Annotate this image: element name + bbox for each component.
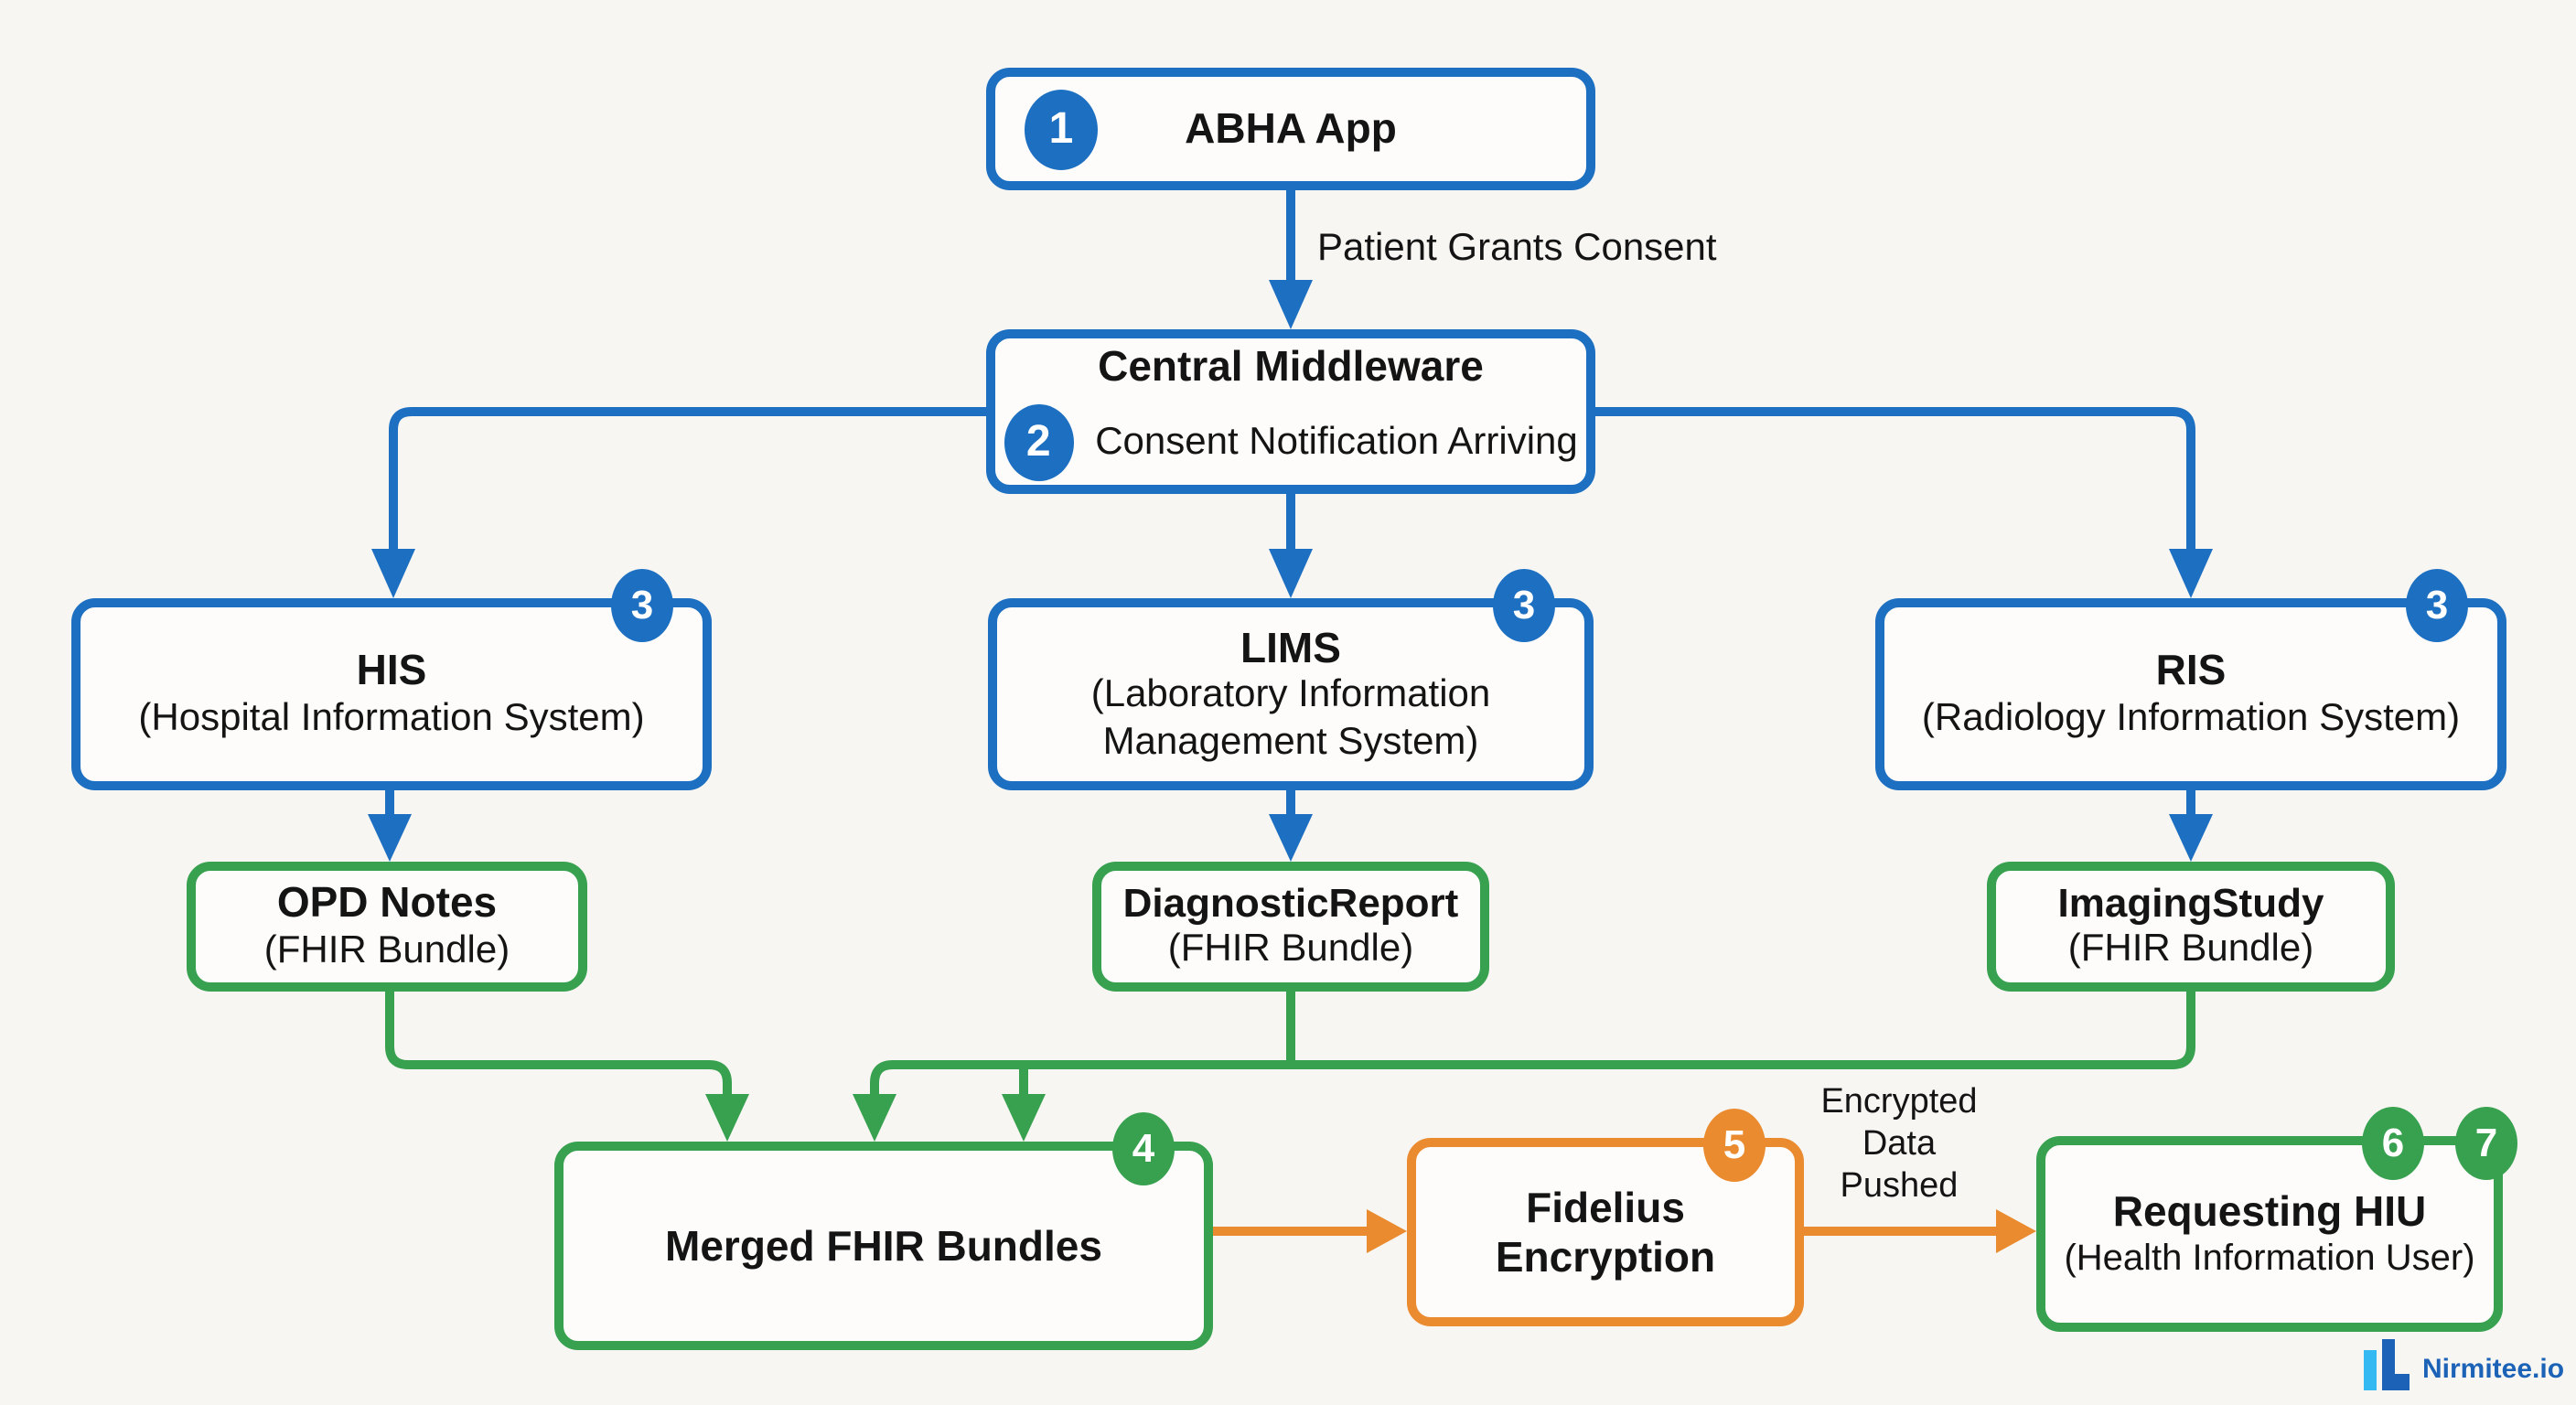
node-title: ImagingStudy bbox=[2057, 880, 2324, 927]
node-title: Requesting HIU bbox=[2112, 1187, 2427, 1236]
node-title: Central Middleware bbox=[1098, 341, 1484, 390]
edge-label-encrypted-data-pushed: Encrypted Data Pushed bbox=[1820, 1083, 1978, 1206]
step-badge-4: 4 bbox=[1112, 1112, 1175, 1185]
node-title: DiagnosticReport bbox=[1122, 880, 1459, 927]
node-subtitle: (Radiology Information System) bbox=[1921, 696, 2461, 739]
node-imaging-study[interactable]: ImagingStudy (FHIR Bundle) bbox=[1987, 862, 2395, 992]
step-badge-3: 3 bbox=[1493, 569, 1555, 642]
nirmitee-logo-icon bbox=[2364, 1339, 2410, 1400]
node-opd-notes[interactable]: OPD Notes (FHIR Bundle) bbox=[187, 862, 587, 992]
node-abha-app[interactable]: 1 ABHA App bbox=[986, 68, 1595, 190]
step-badge-6: 6 bbox=[2362, 1107, 2424, 1180]
nirmitee-logo-text: Nirmitee.io bbox=[2422, 1354, 2565, 1385]
node-fidelius-encryption[interactable]: 5 Fidelius Encryption bbox=[1407, 1109, 1804, 1326]
node-requesting-hiu[interactable]: 6 7 Requesting HIU (Health Information U… bbox=[2036, 1107, 2517, 1332]
node-subtitle: (Laboratory Information Management Syste… bbox=[1090, 673, 1491, 763]
node-his[interactable]: 3 HIS (Hospital Information System) bbox=[71, 569, 712, 790]
node-title: RIS bbox=[2155, 646, 2227, 694]
node-diagnostic-report[interactable]: DiagnosticReport (FHIR Bundle) bbox=[1092, 862, 1489, 992]
node-ris[interactable]: 3 RIS (Radiology Information System) bbox=[1875, 569, 2506, 790]
node-title: Fidelius Encryption bbox=[1495, 1184, 1716, 1280]
node-merged-fhir-bundles[interactable]: 4 Merged FHIR Bundles bbox=[554, 1112, 1213, 1350]
node-subtitle: (FHIR Bundle) bbox=[1167, 928, 1414, 971]
node-subtitle: (FHIR Bundle) bbox=[263, 928, 510, 971]
step-badge-3: 3 bbox=[611, 569, 673, 642]
node-subtitle: (FHIR Bundle) bbox=[2067, 928, 2314, 971]
node-lims[interactable]: 3 LIMS (Laboratory Information Managemen… bbox=[988, 569, 1594, 790]
step-badge-7: 7 bbox=[2455, 1107, 2517, 1180]
step-badge-1: 1 bbox=[1025, 89, 1098, 169]
node-title: Merged FHIR Bundles bbox=[665, 1221, 1102, 1270]
node-title: ABHA App bbox=[1185, 104, 1397, 153]
node-title: OPD Notes bbox=[276, 878, 498, 927]
node-title: HIS bbox=[356, 646, 427, 694]
node-title: LIMS bbox=[1240, 623, 1341, 671]
node-subtitle: Consent Notification Arriving bbox=[1095, 421, 1578, 464]
node-subtitle: (Hospital Information System) bbox=[138, 696, 645, 739]
step-badge-5: 5 bbox=[1703, 1109, 1766, 1182]
step-badge-2: 2 bbox=[1004, 404, 1074, 482]
edge-label-patient-grants-consent: Patient Grants Consent bbox=[1317, 227, 1717, 269]
step-badge-3: 3 bbox=[2406, 569, 2468, 642]
node-central-middleware[interactable]: Central Middleware 2 Consent Notificatio… bbox=[986, 329, 1595, 494]
node-subtitle: (Health Information User) bbox=[2064, 1238, 2475, 1279]
nirmitee-logo: Nirmitee.io bbox=[2364, 1339, 2564, 1400]
